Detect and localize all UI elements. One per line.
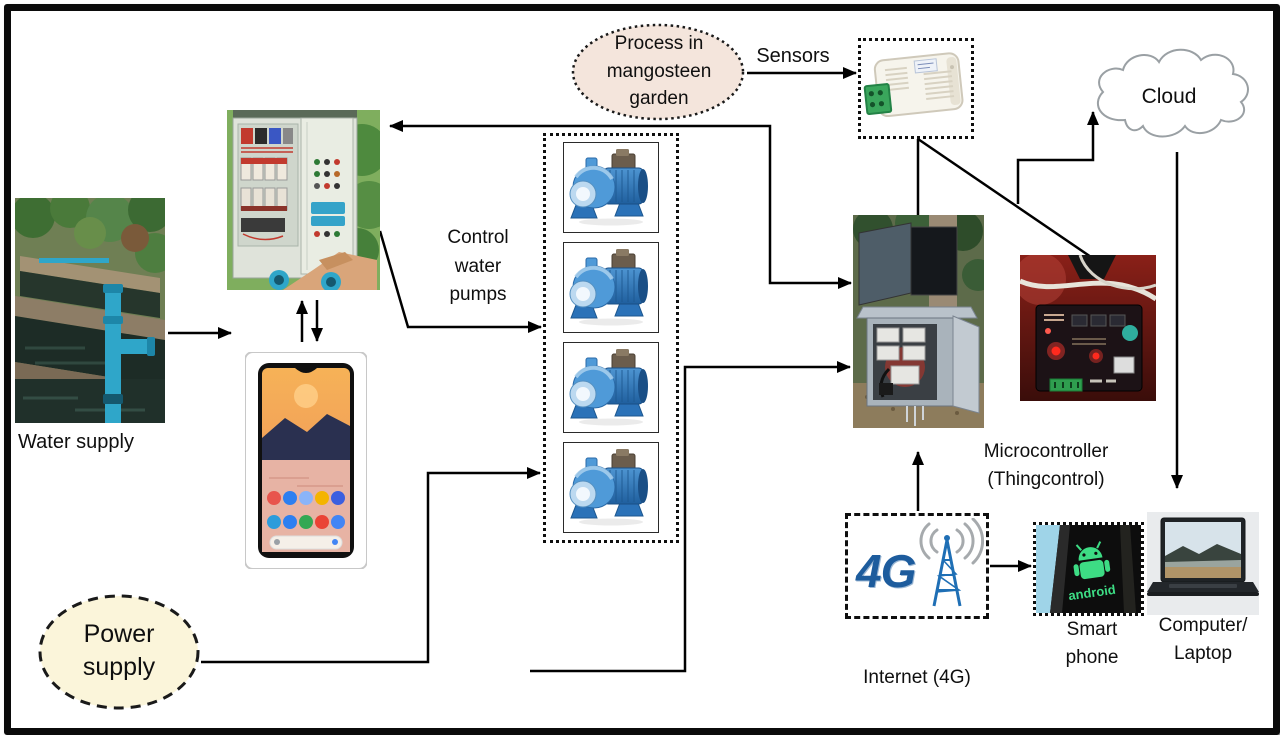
internet-label: Internet (4G) [863,667,971,688]
sensor-module-photo [858,38,974,139]
power-oval: Power supply [36,592,202,712]
controller-pcb-photo [1020,255,1156,401]
android-logo-text: android [1067,582,1116,603]
water-pump-photo [563,442,659,533]
arrow-panel-microcontroller-bidir [389,120,852,289]
control-pumps-label: Control water pumps [447,227,509,305]
control-smartphone-photo [245,352,367,569]
computer-laptop-label: Computer/ Laptop [1158,615,1248,664]
pump-list [543,133,679,543]
radio-tower-icon [919,518,984,607]
arrow-microcontroller-to-cloud [1016,111,1099,204]
arrow-feed-to-microcontroller [530,361,851,673]
water-supply-label: Water supply [18,431,134,453]
process-oval-label: Process in mangosteen garden [606,33,712,110]
water-pump-photo [563,242,659,333]
process-oval: Process in mangosteen garden [570,22,747,122]
cloud-shape: Cloud [1085,40,1253,152]
power-oval-label: Power supply [82,620,156,681]
cloud-label: Cloud [1141,85,1197,108]
controller-cabinet-photo [853,215,984,428]
water-supply-photo [15,198,165,423]
microcontroller-label: Microcontroller (Thingcontrol) [983,441,1109,490]
sensors-label: Sensors [756,45,830,67]
line-sensor-to-pcb [917,137,1092,259]
smartphone-photo: android [1033,522,1144,616]
water-pump-photo [563,142,659,233]
smartphone-label: Smart phone [1065,619,1119,668]
arrow-power-to-pumps [201,467,541,664]
outer-frame [4,4,1280,735]
water-pump-photo [563,342,659,433]
control-panel-photo [227,110,380,290]
laptop-photo [1147,512,1259,615]
internet-4g-box: 4G [845,513,989,619]
fourg-logo: 4G [856,545,916,597]
